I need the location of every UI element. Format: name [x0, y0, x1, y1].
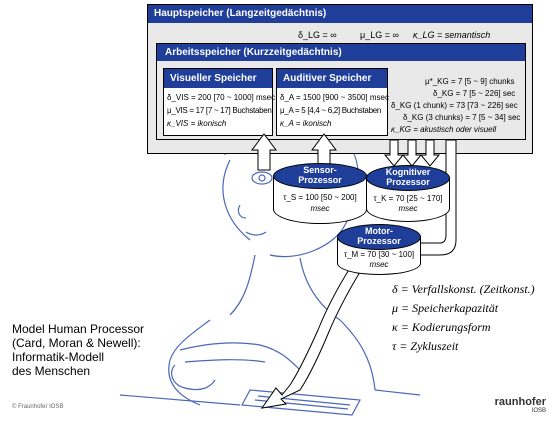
sensor-processor-title-1: Sensor- [303, 165, 337, 175]
working-memory-header: Arbeitsspeicher (Kurzzeitgedächtnis) [157, 44, 525, 61]
main-memory-param-decay: δ_LG = ∞ [298, 30, 337, 40]
working-memory-param-capacity: μ*_KG = 7 [5 ~ 9] chunks [425, 77, 515, 86]
auditory-store-header: Auditiver Speicher [277, 69, 387, 88]
caption-line-4: des Menschen [12, 364, 91, 378]
working-memory-title: Arbeitsspeicher (Kurzzeitgedächtnis) [165, 47, 342, 58]
visual-store-param-capacity: μ_VIS = 17 [7 ~ 17] Buchstaben [167, 106, 272, 115]
footer-copyright: © Fraunhofer IOSB [12, 404, 64, 410]
auditory-store-param-decay: δ_A = 1500 [900 ~ 3500] msec [280, 93, 389, 102]
cognitive-processor-title-2: Prozessor [386, 177, 430, 187]
logo-sub: IOSB [531, 408, 546, 414]
caption-line-2: (Card, Moran & Newell): [12, 336, 141, 350]
visual-store-header: Visueller Speicher [164, 69, 272, 88]
visual-store-param-decay: δ_VIS = 200 [70 ~ 1000] msec [167, 93, 276, 102]
legend-delta: δ = Verfallskonst. (Zeitkonst.) [392, 282, 535, 296]
caption: Model Human Processor (Card, Moran & New… [12, 322, 144, 378]
legend-tau: τ = Zykluszeit [392, 339, 459, 353]
visual-store-param-coding: κ_VIS = ikonisch [167, 119, 227, 128]
visual-store-box: Visueller Speicher δ_VIS = 200 [70 ~ 100… [163, 68, 276, 136]
cognitive-processor-value-1: τ_K = 70 [25 ~ 170] [373, 194, 443, 203]
main-memory-title: Hauptspeicher (Langzeitgedächtnis) [154, 8, 327, 19]
sensor-processor: Sensor- Prozessor τ_S = 100 [50 ~ 200] m… [273, 163, 367, 225]
cognitive-processor-title-1: Kognitiver [385, 167, 431, 177]
working-memory-param-decay: δ_KG = 7 [5 ~ 226] sec [433, 89, 516, 98]
motor-processor-value-1: τ_M = 70 [30 ~ 100] [343, 250, 415, 259]
caption-line-3: Informatik-Modell [12, 350, 105, 364]
working-memory-param-coding: κ_KG = akustisch oder visuell [391, 125, 497, 134]
auditory-store-title: Auditiver Speicher [283, 73, 372, 84]
logo-name: raunhofer [494, 396, 546, 408]
cognitive-processor-value-2: msec [398, 204, 418, 213]
motor-processor-title-1: Motor- [365, 226, 393, 236]
main-memory-param-capacity: μ_LG = ∞ [360, 30, 399, 40]
working-memory-param-decay-3chunks: δ_KG (3 chunks) = 7 [5 ~ 34] sec [403, 113, 521, 122]
working-memory-param-decay-1chunk: δ_KG (1 chunk) = 73 [73 ~ 226] sec [391, 101, 518, 110]
auditory-store-box: Auditiver Speicher δ_A = 1500 [900 ~ 350… [276, 68, 389, 136]
motor-processor: Motor- Prozessor τ_M = 70 [30 ~ 100] mse… [337, 224, 421, 276]
main-memory-param-coding: κ_LG = semantisch [413, 30, 491, 40]
sensor-processor-title-2: Prozessor [298, 175, 342, 185]
sensor-processor-value-1: τ_S = 100 [50 ~ 200] [283, 193, 357, 202]
cognitive-processor: Kognitiver Prozessor τ_K = 70 [25 ~ 170]… [366, 165, 450, 223]
sensor-processor-value-2: msec [310, 204, 330, 213]
auditory-store-param-coding: κ_A = ikonisch [280, 119, 332, 128]
main-memory-header: Hauptspeicher (Langzeitgedächtnis) [148, 5, 532, 23]
legend: δ = Verfallskonst. (Zeitkonst.) μ = Spei… [392, 280, 535, 356]
visual-store-title: Visueller Speicher [170, 73, 257, 84]
caption-line-1: Model Human Processor [12, 322, 145, 336]
legend-kappa: κ = Kodierungsform [392, 320, 491, 334]
legend-mu: μ = Speicherkapazität [392, 301, 499, 315]
motor-processor-title-2: Prozessor [357, 236, 401, 246]
fraunhofer-logo: raunhofer IOSB [476, 396, 546, 414]
motor-processor-value-2: msec [369, 260, 389, 269]
auditory-store-param-capacity: μ_A = 5 [4,4 ~ 6,2] Buchstaben [280, 106, 382, 115]
